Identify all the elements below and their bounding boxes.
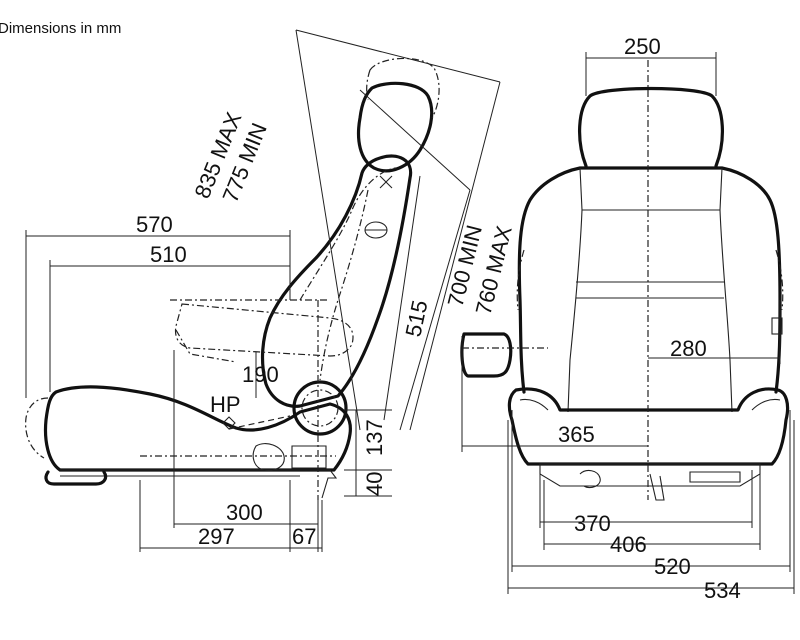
side-view [25,29,501,552]
dim-line-515 [383,175,421,421]
dim-67-label: 67 [292,524,316,549]
front-view [460,52,795,594]
dim-line-700 [399,189,471,431]
side-rail-front [44,470,108,486]
front-side-knob [771,317,783,335]
dim-297-label: 297 [198,524,235,549]
dim-line-760 [409,81,501,431]
side-backrest-outline [260,154,413,408]
dim-250-label: 250 [624,34,661,59]
side-armrest [174,303,354,357]
dim-570-label: 570 [136,212,173,237]
dim-line-775 [359,89,471,191]
dim-406-label: 406 [610,532,647,557]
dim-40-label: 40 [362,472,387,496]
dim-520-label: 520 [654,554,691,579]
dim-280-label: 280 [670,336,707,361]
side-backrest-inner [319,189,369,381]
front-backrest-panel [567,167,733,413]
side-headrest-outline [356,81,434,173]
front-headrest-outline [578,86,724,168]
dim-510-label: 510 [150,242,187,267]
hp-point-mark [222,416,236,430]
dim-137-label: 137 [362,419,387,456]
dim-300-label: 300 [226,500,263,525]
dim-365-label: 365 [558,422,595,447]
side-cushion-front [25,397,49,459]
dim-line-835 [295,29,501,83]
hp-label: HP [210,392,241,417]
units-note: Dimensions in mm [0,20,121,37]
dim-190-label: 190 [242,362,279,387]
side-recline-knob [292,380,348,436]
dim-515-label: 515 [400,298,432,339]
side-headrest-raised [366,57,440,119]
front-armrest [460,332,513,378]
side-backrest-reclined [299,167,397,301]
front-backrest-outline [517,166,782,394]
dim-534-label: 534 [704,578,741,603]
dim-370-label: 370 [574,511,611,536]
side-base-mechanism [252,443,285,471]
side-rail [60,469,338,499]
